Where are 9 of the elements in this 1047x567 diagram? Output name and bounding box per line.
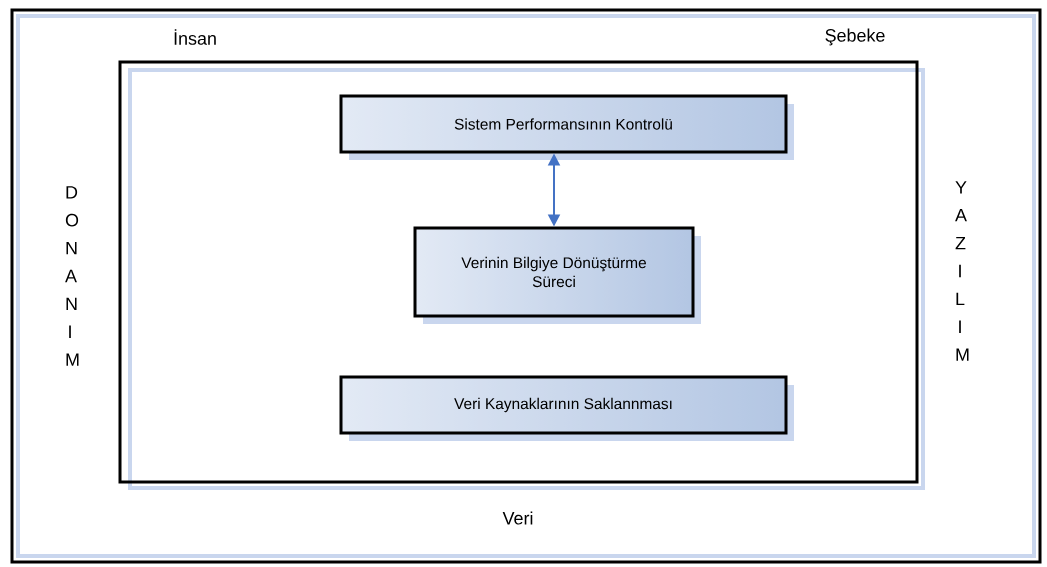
- frame: [118, 60, 925, 490]
- side-label: Y A Z I L I M: [955, 181, 969, 361]
- top-label: İnsan: [174, 29, 216, 45]
- side-label: D O N A N I M: [65, 186, 79, 366]
- process-box: Sistem Performansının Kontrolü: [339, 94, 794, 160]
- bottom-label: Veri: [502, 511, 533, 525]
- top-label: Şebeke: [825, 28, 885, 46]
- process-box: Veri Kaynaklarının Saklannması: [339, 375, 794, 441]
- process-box: Verinin Bilgiye Dönüştürme Süreci: [413, 226, 701, 324]
